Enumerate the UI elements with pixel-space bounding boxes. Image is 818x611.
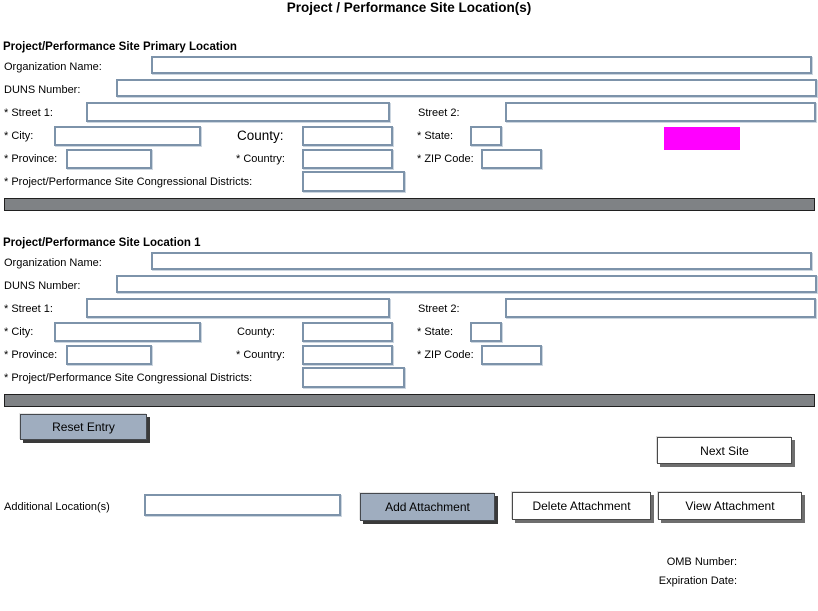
duns-number-label: DUNS Number: xyxy=(4,280,81,292)
zip-code-field[interactable] xyxy=(481,345,542,365)
section-divider-bar xyxy=(4,394,815,407)
province-field[interactable] xyxy=(66,345,152,365)
zip-code-field[interactable] xyxy=(481,149,542,169)
section-header: Project/Performance Site Primary Locatio… xyxy=(3,41,237,53)
county-label: County: xyxy=(237,128,284,143)
add-attachment-button[interactable]: Add Attachment xyxy=(360,493,495,521)
zip-code-label: * ZIP Code: xyxy=(417,349,474,361)
highlight-box xyxy=(664,127,740,150)
organization-name-field[interactable] xyxy=(151,56,812,74)
congressional-districts-field[interactable] xyxy=(302,171,405,192)
county-field[interactable] xyxy=(302,322,393,342)
location-1-section: Project/Performance Site Location 1 Orga… xyxy=(0,196,818,410)
city-label: * City: xyxy=(4,130,34,142)
view-attachment-button[interactable]: View Attachment xyxy=(658,492,802,520)
city-label: * City: xyxy=(4,326,34,338)
reset-entry-button[interactable]: Reset Entry xyxy=(20,414,147,440)
street1-label: * Street 1: xyxy=(4,303,53,315)
congressional-districts-field[interactable] xyxy=(302,367,405,388)
organization-name-field[interactable] xyxy=(151,252,812,270)
state-label: * State: xyxy=(417,326,454,338)
primary-location-section: Project/Performance Site Primary Locatio… xyxy=(0,0,818,214)
duns-number-field[interactable] xyxy=(116,275,817,293)
additional-locations-label: Additional Location(s) xyxy=(4,501,110,513)
province-label: * Province: xyxy=(4,349,58,361)
page-title: Project / Performance Site Location(s) xyxy=(286,0,532,15)
province-label: * Province: xyxy=(4,153,58,165)
state-field[interactable] xyxy=(470,322,502,342)
street2-label: Street 2: xyxy=(418,303,460,315)
state-field[interactable] xyxy=(470,126,502,146)
street1-field[interactable] xyxy=(86,298,390,318)
street2-label: Street 2: xyxy=(418,107,460,119)
expiration-date-label: Expiration Date: xyxy=(658,575,737,587)
congressional-districts-label: * Project/Performance Site Congressional… xyxy=(4,372,253,384)
country-field[interactable] xyxy=(302,149,393,169)
delete-attachment-button[interactable]: Delete Attachment xyxy=(512,492,651,520)
country-field[interactable] xyxy=(302,345,393,365)
omb-number-label: OMB Number: xyxy=(666,556,737,568)
province-field[interactable] xyxy=(66,149,152,169)
duns-number-field[interactable] xyxy=(116,79,817,97)
street1-label: * Street 1: xyxy=(4,107,53,119)
county-label: County: xyxy=(237,326,275,338)
organization-name-label: Organization Name: xyxy=(4,61,102,73)
congressional-districts-label: * Project/Performance Site Congressional… xyxy=(4,176,253,188)
section-divider-bar xyxy=(4,198,815,211)
county-field[interactable] xyxy=(302,126,393,146)
next-site-button[interactable]: Next Site xyxy=(657,437,792,464)
section-header: Project/Performance Site Location 1 xyxy=(3,237,201,249)
street2-field[interactable] xyxy=(505,298,816,318)
organization-name-label: Organization Name: xyxy=(4,257,102,269)
country-label: * Country: xyxy=(236,349,285,361)
country-label: * Country: xyxy=(236,153,285,165)
city-field[interactable] xyxy=(54,322,201,342)
additional-locations-field[interactable] xyxy=(144,494,341,516)
city-field[interactable] xyxy=(54,126,201,146)
zip-code-label: * ZIP Code: xyxy=(417,153,474,165)
street1-field[interactable] xyxy=(86,102,390,122)
duns-number-label: DUNS Number: xyxy=(4,84,81,96)
street2-field[interactable] xyxy=(505,102,816,122)
state-label: * State: xyxy=(417,130,454,142)
